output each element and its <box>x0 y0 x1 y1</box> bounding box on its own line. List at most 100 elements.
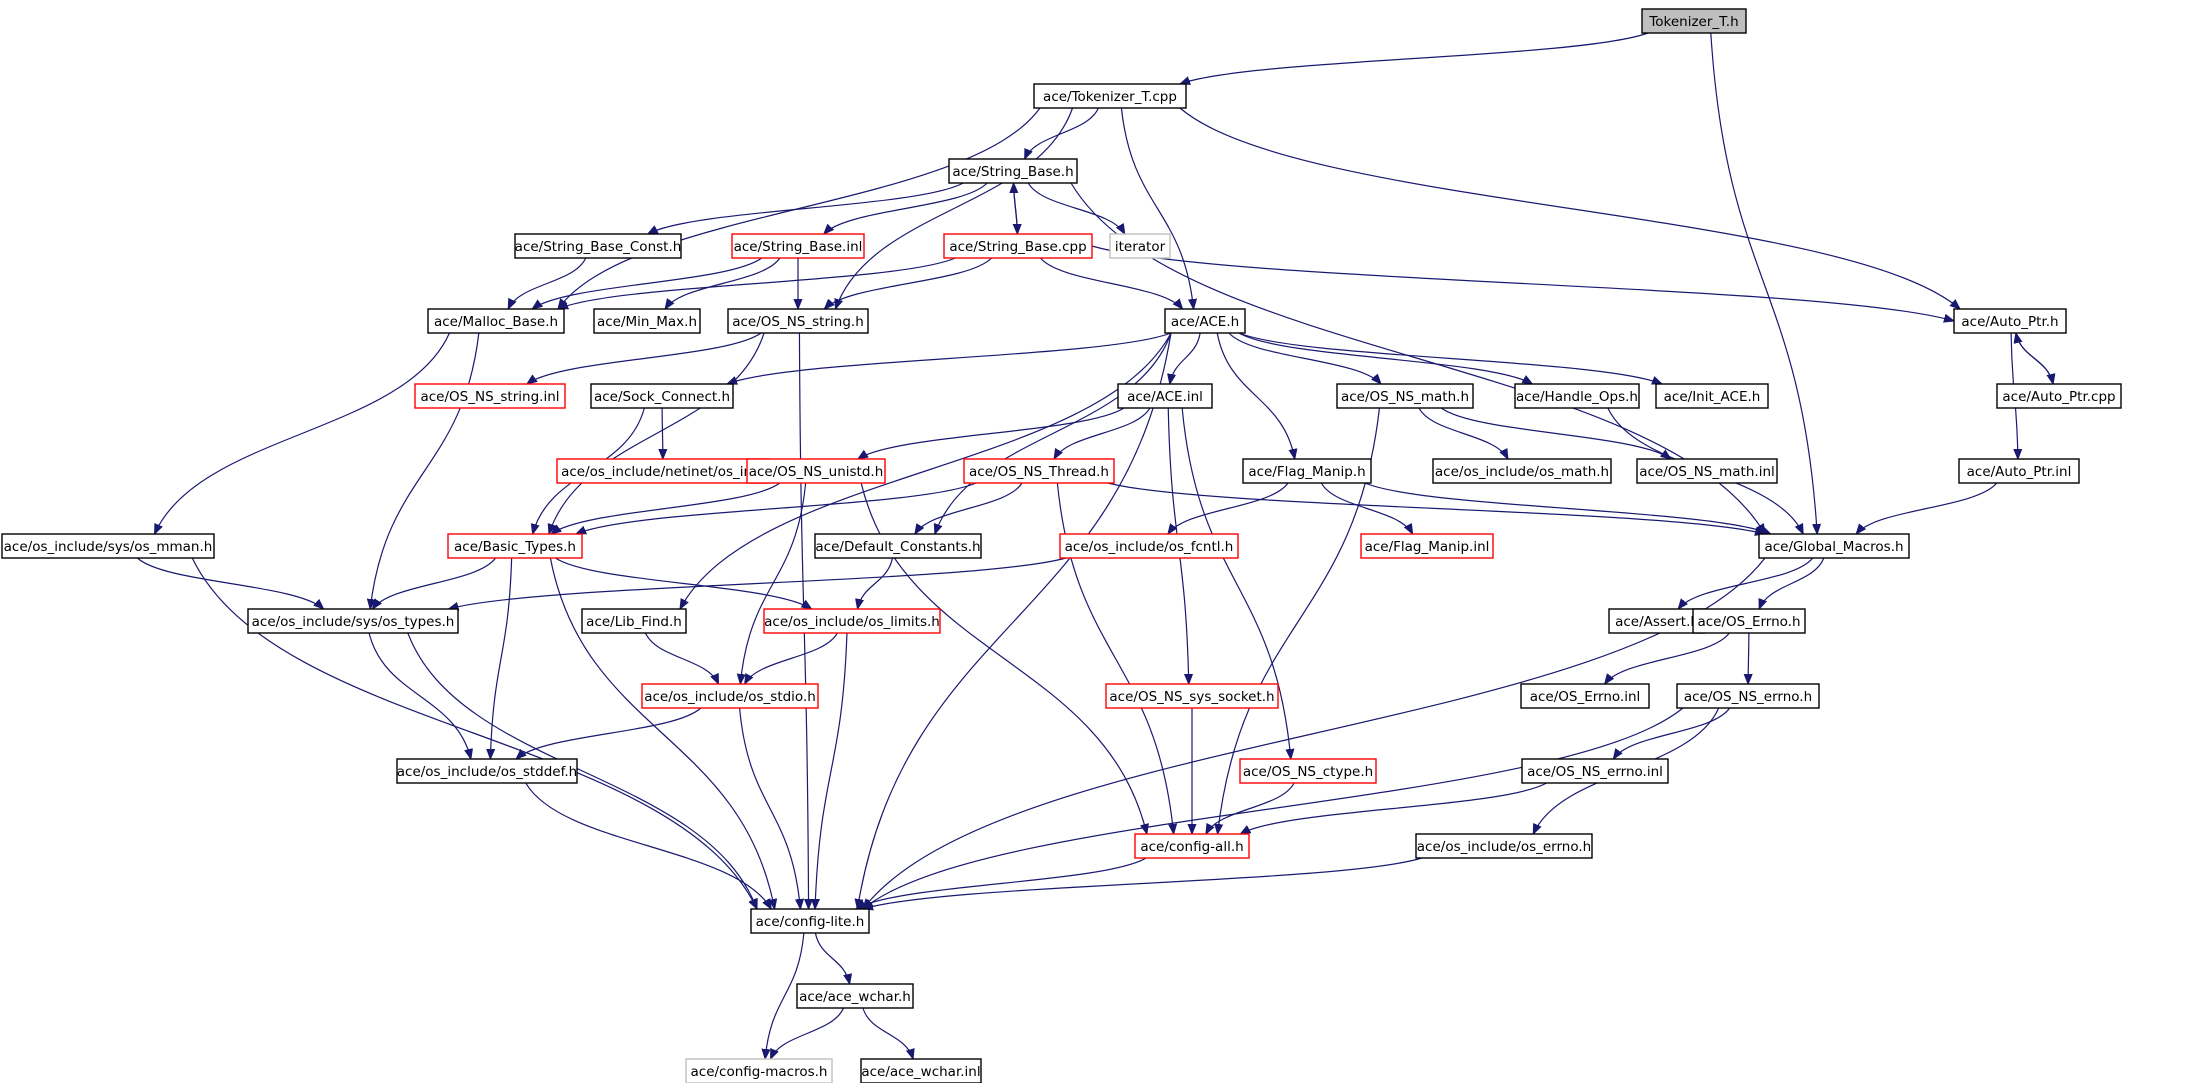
node-os-ns-ctype-h[interactable]: ace/OS_NS_ctype.h <box>1239 758 1377 784</box>
edge-os_ns_math_h-to-os_ns_math_inl <box>1440 407 1671 459</box>
edge-basic_types_h-to-os_types_h <box>372 557 497 609</box>
node-lib-find-h[interactable]: ace/Lib_Find.h <box>581 608 687 634</box>
node-label: ace/OS_Errno.h <box>1697 614 1800 630</box>
node-box <box>396 758 578 784</box>
node-sock-connect-h[interactable]: ace/Sock_Connect.h <box>590 383 734 409</box>
node-label: ace/Global_Macros.h <box>1764 539 1903 555</box>
edge-ace_inl-to-os_ns_thread_h <box>1054 407 1151 459</box>
edge-ace_inl-to-os_ns_unistd_h <box>858 407 1125 459</box>
node-label: ace/OS_NS_errno.h <box>1684 689 1812 705</box>
node-label: iterator <box>1115 239 1166 255</box>
node-iterator[interactable]: iterator <box>1109 233 1171 259</box>
node-basic-types-h[interactable]: ace/Basic_Types.h <box>447 533 583 559</box>
edge-os_ns_errno_inl-to-config_all_h <box>1240 782 1547 834</box>
node-label: ace/config-all.h <box>1140 839 1243 855</box>
edge-os_ns_errno_h-to-config_lite_h <box>863 707 1684 909</box>
node-box <box>590 383 734 409</box>
node-string-base-const-h[interactable]: ace/String_Base_Const.h <box>514 233 682 259</box>
nodes-layer: Tokenizer_T.h ace/Tokenizer_T.cpp ace/Stri… <box>1 8 2122 1083</box>
node-label: ace/String_Base_Const.h <box>515 239 682 255</box>
node-box <box>1521 758 1669 784</box>
node-flag-manip-h[interactable]: ace/Flag_Manip.h <box>1242 458 1372 484</box>
node-os-ns-unistd-h[interactable]: ace/OS_NS_unistd.h <box>746 458 886 484</box>
edge-string_base_cpp-to-ace_h <box>1039 257 1182 309</box>
node-label: ace/Auto_Ptr.cpp <box>2002 389 2115 405</box>
node-os-ns-math-inl[interactable]: ace/OS_NS_math.inl <box>1636 458 1778 484</box>
node-auto-ptr-h[interactable]: ace/Auto_Ptr.h <box>1953 308 2067 334</box>
node-os-stddef-h[interactable]: ace/os_include/os_stddef.h <box>396 758 578 784</box>
node-os-ns-sys-socket-h[interactable]: ace/OS_NS_sys_socket.h <box>1105 683 1279 709</box>
node-tokenizer-h[interactable]: Tokenizer_T.h <box>1641 8 1747 34</box>
edge-string_base_h-to-iterator <box>1027 182 1125 234</box>
node-os-in-h[interactable]: ace/os_include/netinet/os_in.h <box>556 458 770 484</box>
node-default-constants-h[interactable]: ace/Default_Constants.h <box>814 533 982 559</box>
node-auto-ptr-cpp[interactable]: ace/Auto_Ptr.cpp <box>1996 383 2122 409</box>
node-config-all-h[interactable]: ace/config-all.h <box>1134 833 1250 859</box>
node-os-ns-string-inl[interactable]: ace/OS_NS_string.inl <box>414 383 566 409</box>
node-label: ace/OS_NS_math.inl <box>1639 464 1775 480</box>
node-global-macros-h[interactable]: ace/Global_Macros.h <box>1758 533 1910 559</box>
node-os-limits-h[interactable]: ace/os_include/os_limits.h <box>763 608 941 634</box>
node-string-base-inl[interactable]: ace/String_Base.inl <box>731 233 865 259</box>
node-label: ace/String_Base.h <box>952 164 1073 180</box>
edge-ace_h-to-default_constants_h <box>935 332 1172 534</box>
node-os-mman-h[interactable]: ace/os_include/sys/os_mman.h <box>1 533 215 559</box>
node-os-fcntl-h[interactable]: ace/os_include/os_fcntl.h <box>1059 533 1239 559</box>
node-os-math-h[interactable]: ace/os_include/os_math.h <box>1432 458 1612 484</box>
node-assert-h[interactable]: ace/Assert.h <box>1608 608 1706 634</box>
edge-tokenizer_cpp-to-auto_ptr_h <box>1179 107 1960 309</box>
edge-ace_h-to-config_lite_h <box>857 332 1172 909</box>
node-handle-ops-h[interactable]: ace/Handle_Ops.h <box>1514 383 1640 409</box>
node-label: ace/Lib_Find.h <box>586 614 682 630</box>
node-label: ace/OS_NS_math.h <box>1341 389 1469 405</box>
node-tokenizer-cpp[interactable]: ace/Tokenizer_T.cpp <box>1033 83 1187 109</box>
node-flag-manip-inl[interactable]: ace/Flag_Manip.inl <box>1360 533 1494 559</box>
edge-ace_h-to-handle_ops_h <box>1238 332 1532 384</box>
node-os-include-errno-h[interactable]: ace/os_include/os_errno.h <box>1415 833 1593 859</box>
edge-ace_h-to-ace_inl <box>1170 332 1201 384</box>
edge-os_ns_thread_h-to-basic_types_h <box>576 482 977 535</box>
node-os-stdio-h[interactable]: ace/os_include/os_stdio.h <box>641 683 819 709</box>
node-string-base-h[interactable]: ace/String_Base.h <box>948 158 1078 184</box>
node-min-max-h[interactable]: ace/Min_Max.h <box>593 308 701 334</box>
node-label: ace/Basic_Types.h <box>454 539 576 555</box>
node-auto-ptr-inl[interactable]: ace/Auto_Ptr.inl <box>1958 458 2080 484</box>
node-label: ace/os_include/os_limits.h <box>764 614 940 630</box>
node-ace-wchar-h[interactable]: ace/ace_wchar.h <box>796 983 914 1009</box>
node-os-types-h[interactable]: ace/os_include/sys/os_types.h <box>247 608 459 634</box>
node-ace-inl[interactable]: ace/ACE.inl <box>1117 383 1213 409</box>
node-box <box>731 233 865 259</box>
edge-ace_wchar_h-to-ace_wchar_inl <box>862 1007 913 1059</box>
node-label: ace/config-lite.h <box>756 914 865 930</box>
edge-basic_types_h-to-os_stddef_h <box>490 557 513 759</box>
node-os-errno-inl[interactable]: ace/OS_Errno.inl <box>1520 683 1650 709</box>
node-label: ace/Init_ACE.h <box>1664 389 1761 405</box>
node-ace-wchar-inl[interactable]: ace/ace_wchar.inl <box>860 1058 982 1083</box>
edge-string_base_cpp-to-auto_ptr_h <box>1091 245 1954 321</box>
node-init-ace-h[interactable]: ace/Init_ACE.h <box>1655 383 1769 409</box>
node-box <box>814 533 982 559</box>
node-malloc-base-h[interactable]: ace/Malloc_Base.h <box>427 308 565 334</box>
node-box <box>581 608 687 634</box>
node-box <box>1641 8 1747 34</box>
node-os-ns-math-h[interactable]: ace/OS_NS_math.h <box>1336 383 1474 409</box>
node-box <box>1520 683 1650 709</box>
node-box <box>1360 533 1494 559</box>
node-ace-h[interactable]: ace/ACE.h <box>1164 308 1246 334</box>
node-os-ns-errno-h[interactable]: ace/OS_NS_errno.h <box>1676 683 1820 709</box>
edge-os_ns_math_h-to-config_all_h <box>1218 407 1381 834</box>
node-label: ace/config-macros.h <box>691 1064 828 1080</box>
node-config-macros-h[interactable]: ace/config-macros.h <box>685 1058 833 1083</box>
node-string-base-cpp[interactable]: ace/String_Base.cpp <box>943 233 1093 259</box>
edge-os_ns_unistd_h-to-os_stdio_h <box>740 482 807 684</box>
edge-os_ns_unistd_h-to-basic_types_h <box>551 482 781 534</box>
node-box <box>860 1058 982 1083</box>
node-os-ns-string-h[interactable]: ace/OS_NS_string.h <box>727 308 869 334</box>
node-os-errno-h[interactable]: ace/OS_Errno.h <box>1692 608 1806 634</box>
node-os-ns-thread-h[interactable]: ace/OS_NS_Thread.h <box>963 458 1115 484</box>
node-config-lite-h[interactable]: ace/config-lite.h <box>750 908 870 934</box>
node-box <box>1608 608 1706 634</box>
node-label: ace/Min_Max.h <box>597 314 697 330</box>
edge-config_lite_h-to-config_macros_h <box>765 932 805 1059</box>
node-os-ns-errno-inl[interactable]: ace/OS_NS_errno.inl <box>1521 758 1669 784</box>
